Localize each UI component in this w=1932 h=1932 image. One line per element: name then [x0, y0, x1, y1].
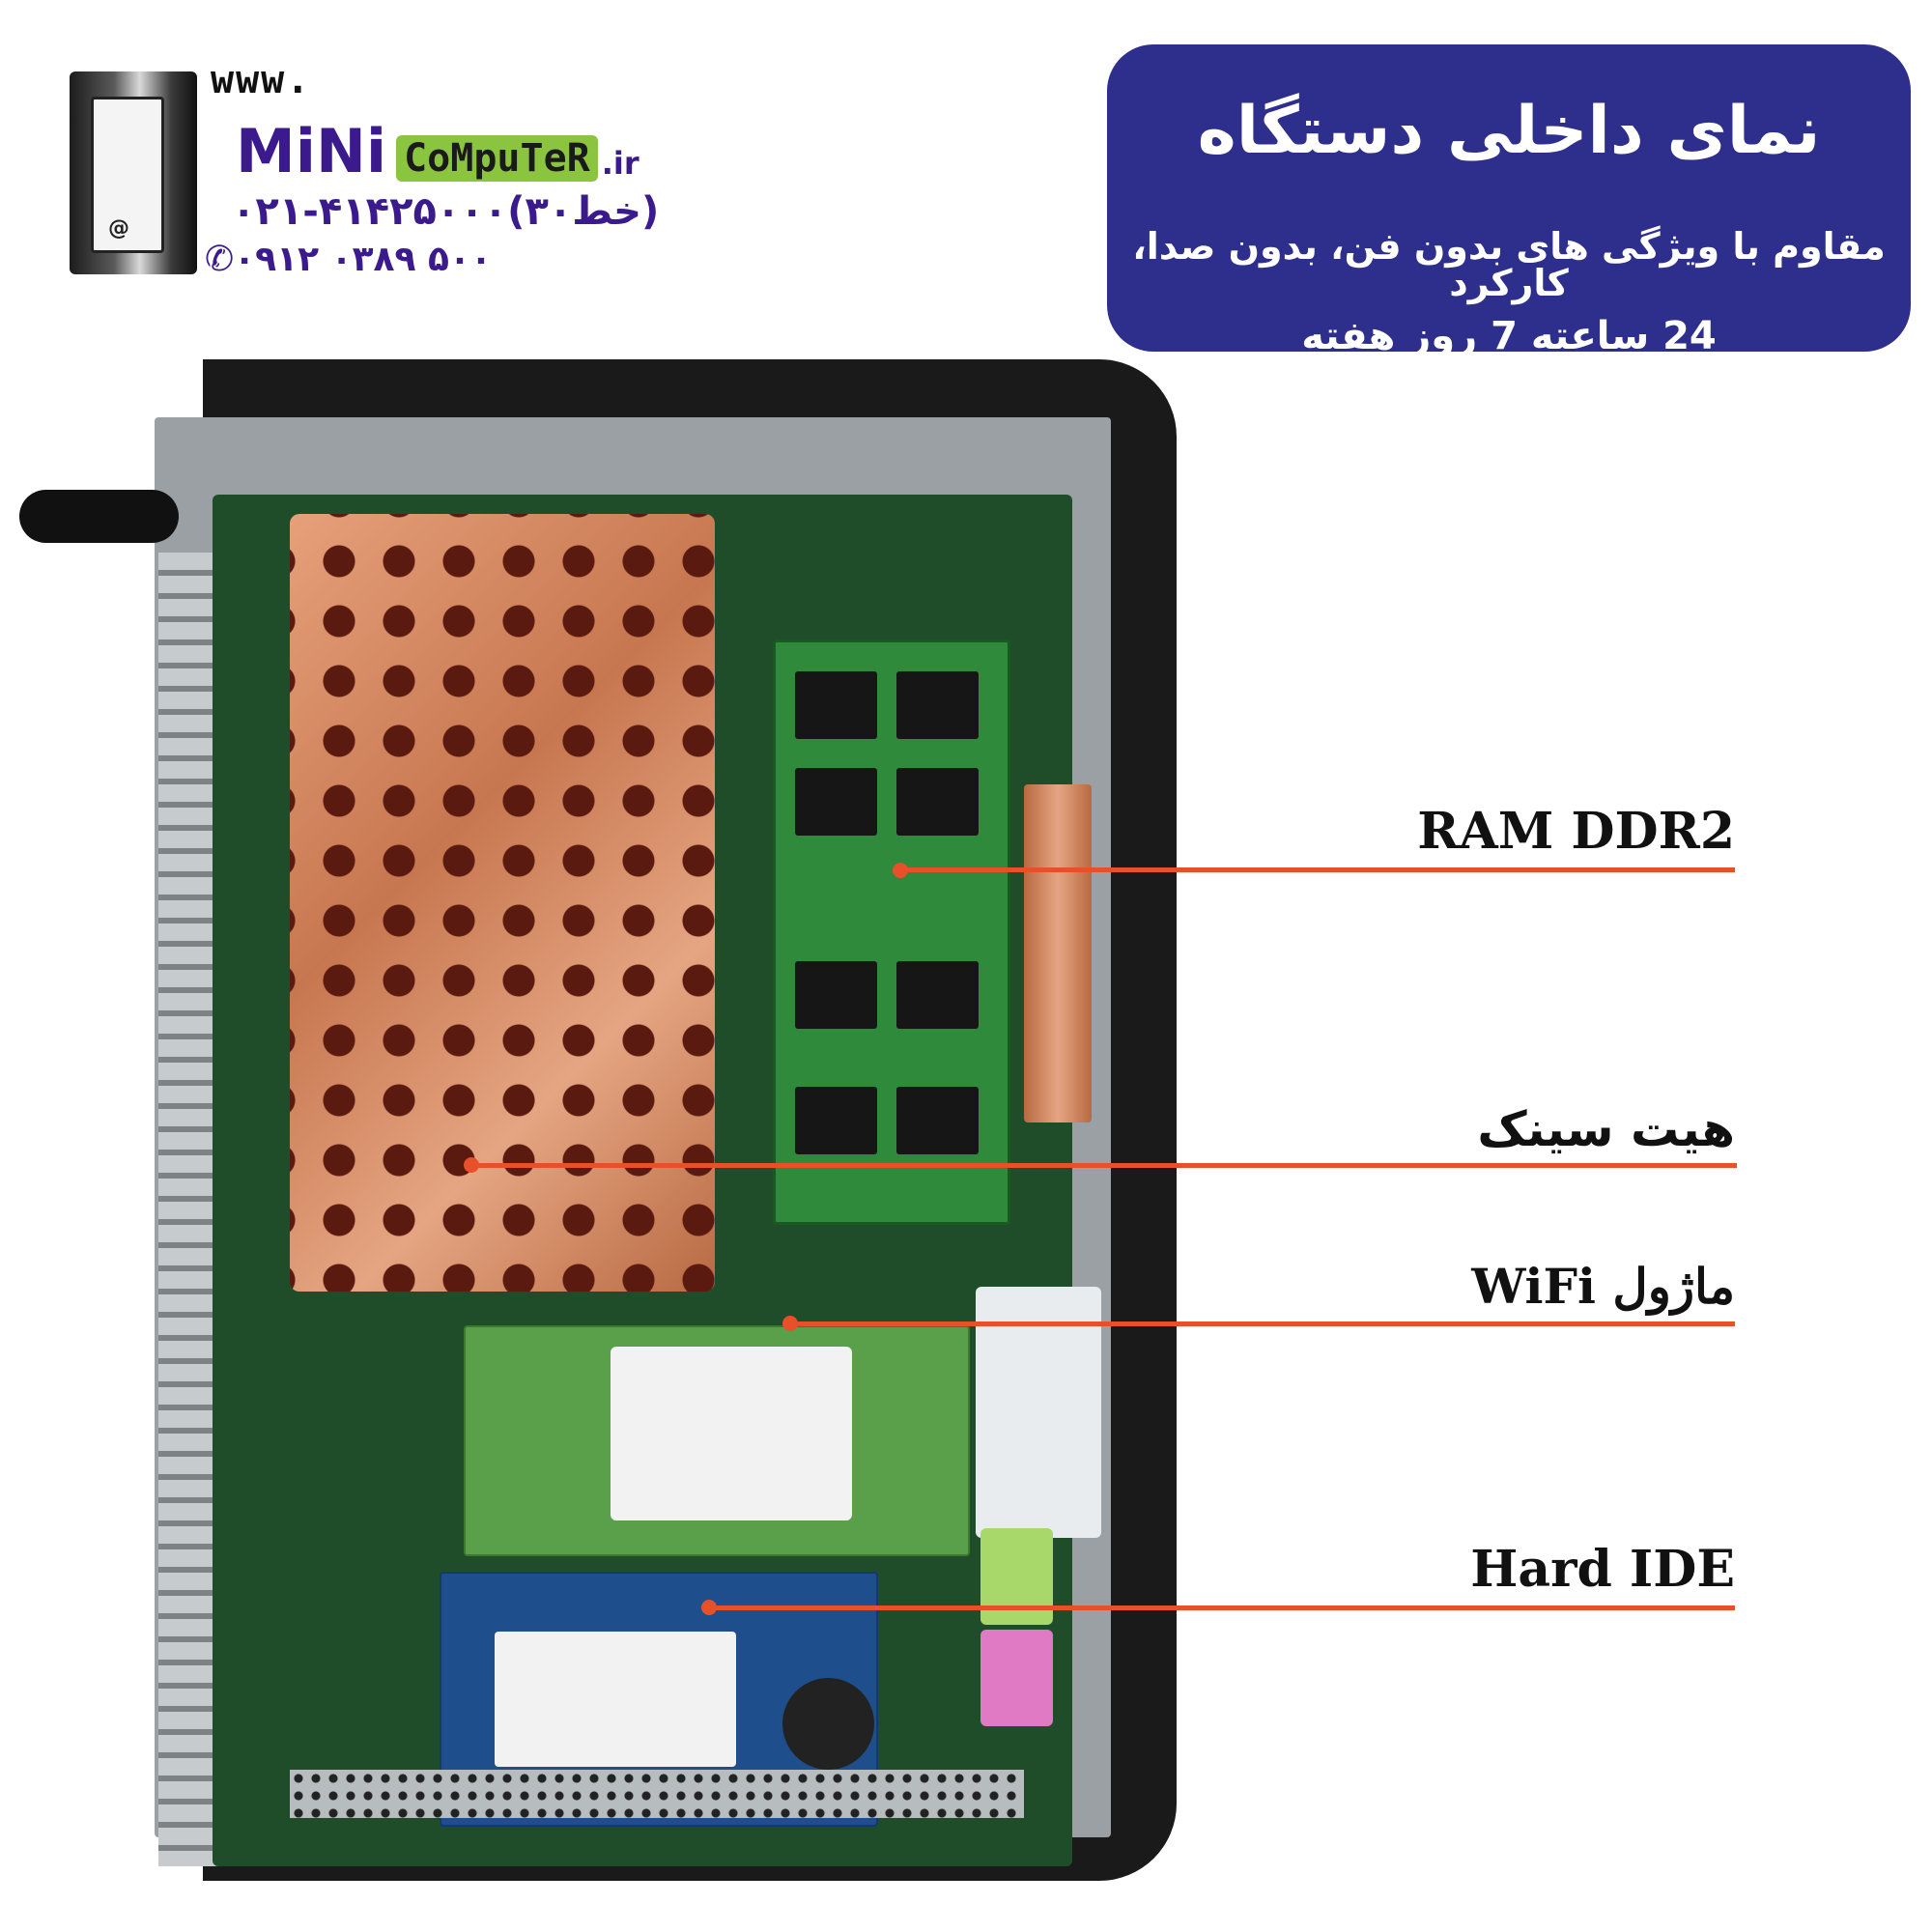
logo-brand-mini: MiNi	[236, 116, 387, 186]
page-subtitle-line2: 24 ساعته 7 روز هفته	[1301, 314, 1717, 358]
callout-hard-line	[707, 1605, 1735, 1610]
audio-jack-green	[980, 1528, 1053, 1625]
wifi-module-sticker	[611, 1347, 852, 1520]
page-subtitle: مقاوم با ویژگی های بدون فن، بدون صدا، کا…	[1132, 225, 1886, 304]
logo-emblem-icon: @	[70, 71, 197, 274]
callout-wifi-line	[788, 1321, 1735, 1326]
phone-mobile-row: ✆۰۹۱۲ ۰۳۸۹ ۵۰۰	[205, 240, 492, 279]
device-chassis	[155, 417, 1111, 1866]
logo-brand: MiNi CoMpuTeR .ir	[236, 114, 639, 182]
callout-ram-line	[898, 867, 1735, 872]
heatsink-component	[290, 514, 715, 1292]
logo-www-text: www.	[211, 58, 312, 102]
phone-mobile: ۰۹۱۲ ۰۳۸۹ ۵۰۰	[234, 240, 492, 279]
audio-jack-pink	[980, 1630, 1053, 1726]
callout-wifi-dot	[782, 1316, 798, 1331]
wifi-module	[464, 1325, 970, 1556]
page-title: نمای داخلی دستگاه	[1197, 93, 1821, 169]
phone-icon: ✆	[205, 240, 235, 279]
callout-ram-label: RAM DDR2	[1417, 802, 1735, 861]
phone-landline: ۰۲۱-۴۱۴۲۵۰۰۰(۳۰خط)	[232, 189, 660, 234]
callout-ram-dot	[893, 863, 908, 878]
wifi-antenna	[19, 490, 179, 543]
device-interior-photo	[19, 359, 1179, 1886]
callout-heatsink-line	[471, 1163, 1737, 1168]
callout-wifi-label: ماژول WiFi	[1471, 1258, 1735, 1315]
logo-brand-computer: CoMpuTeR	[396, 135, 598, 182]
logo-brand-tld: .ir	[601, 145, 639, 182]
callout-hard-label: Hard IDE	[1470, 1540, 1735, 1599]
callout-heatsink-label: هیت سینک	[1477, 1101, 1735, 1157]
ethernet-sticker	[976, 1287, 1101, 1538]
ram-module	[773, 639, 1010, 1225]
callout-heatsink-dot	[464, 1157, 479, 1173]
copper-heatpipe	[1024, 784, 1092, 1122]
buzzer	[782, 1678, 874, 1770]
ide-module-sticker	[495, 1632, 736, 1767]
vent-grille	[290, 1770, 1024, 1818]
callout-hard-dot	[701, 1600, 717, 1615]
title-banner: نمای داخلی دستگاه مقاوم با ویژگی های بدو…	[1107, 44, 1911, 358]
